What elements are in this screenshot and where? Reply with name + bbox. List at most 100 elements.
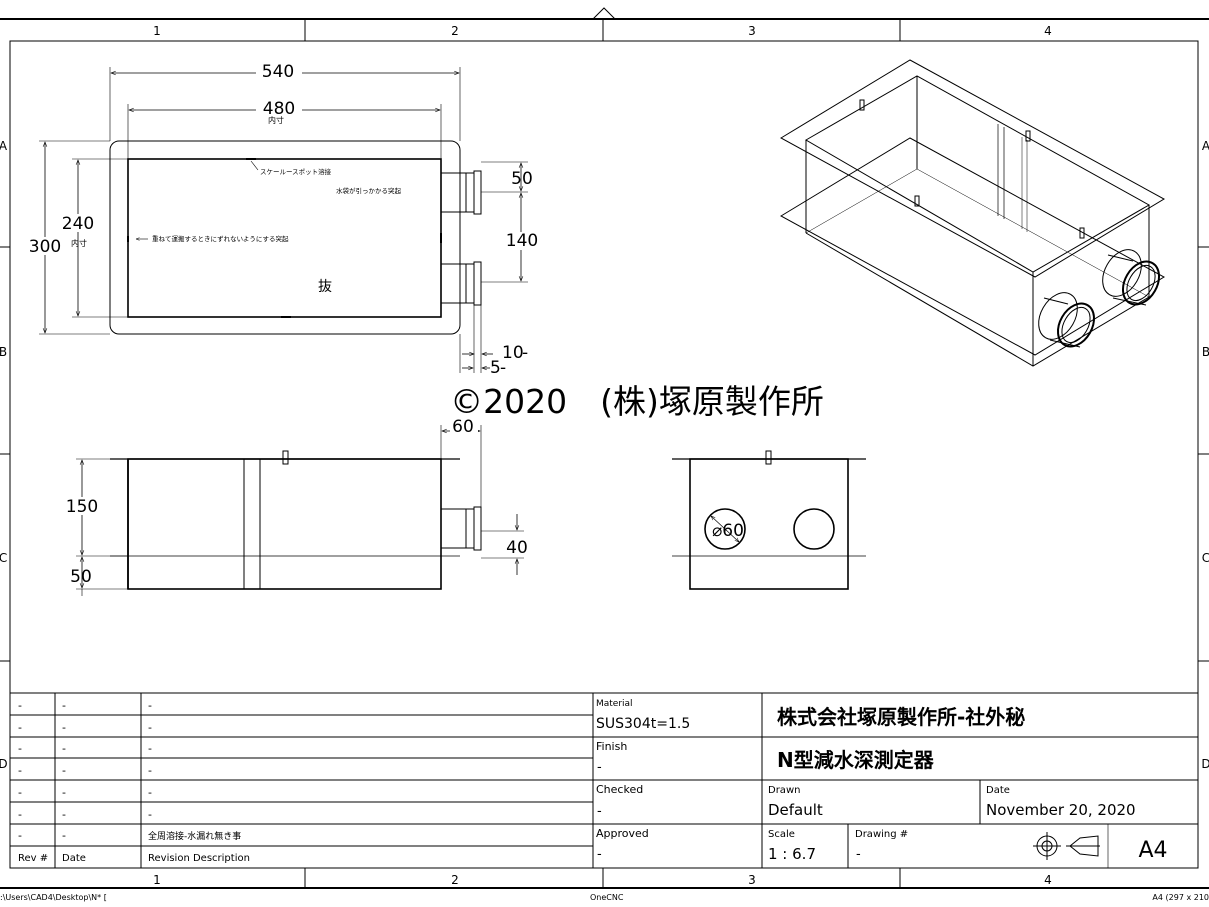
zone-row-a-right: A: [1202, 139, 1209, 153]
revision-table: [9, 692, 594, 869]
drawn-value: Default: [768, 801, 823, 819]
zone-col-2-top: 2: [451, 24, 459, 38]
finish-label: Finish: [596, 740, 627, 753]
dim-flange-5-dash: -: [500, 358, 506, 378]
zone-col-3-bottom: 3: [748, 873, 756, 887]
sheet-size: A4: [1138, 838, 1167, 863]
approved-label: Approved: [596, 827, 649, 840]
dim-flange-10-dash: -: [522, 343, 528, 363]
top-view-pipe-upper: [441, 170, 482, 215]
iso-top-flange: [779, 59, 1166, 278]
dim-inner-width: 480: [263, 99, 295, 119]
finish-value: -: [597, 760, 602, 775]
rev-row-5-date: -: [62, 786, 66, 799]
company-name: 株式会社塚原製作所-社外秘: [777, 705, 1025, 729]
side-view-body: [127, 458, 442, 590]
isometric-view: [779, 59, 1166, 367]
zone-row-c-right: C: [1202, 551, 1209, 565]
rev-row-3-date: -: [62, 742, 66, 755]
top-view-outer-flange: [109, 140, 461, 335]
zone-col-2-bottom: 2: [451, 873, 459, 887]
rev-row-6-date: -: [62, 808, 66, 821]
dim-flange-5: 5: [490, 358, 501, 378]
zone-row-d-left: D: [0, 757, 8, 771]
rev-row-3-rev: -: [18, 742, 22, 755]
projection-symbol-icon: [1033, 832, 1100, 860]
note-draft: 抜: [318, 279, 332, 295]
dim-flange-10: 10: [502, 343, 524, 363]
dim-pipe-offset: 50: [511, 169, 533, 189]
rev-row-1-desc: -: [148, 699, 152, 712]
scale-label: Scale: [768, 829, 795, 840]
drawn-label: Drawn: [768, 785, 800, 796]
footer-size: A4 (297 x 210: [1152, 893, 1209, 902]
dim-pipe-length: 60: [452, 417, 474, 437]
zone-row-c-left: C: [0, 551, 7, 565]
dim-hole-dia: ⌀60: [712, 521, 744, 541]
dim-inner-width-note: 内寸: [268, 115, 284, 125]
iso-pipe-front: [1038, 292, 1096, 348]
zone-col-3-top: 3: [748, 24, 756, 38]
zone-col-1-top: 1: [153, 24, 161, 38]
title-block-text: Material SUS304t=1.5 Finish - Checked - …: [596, 699, 1168, 863]
rev-row-7-rev: -: [18, 829, 22, 842]
rev-row-4-rev: -: [18, 764, 22, 777]
zone-row-d-right: D: [1201, 757, 1209, 771]
part-name: N型減水深測定器: [777, 748, 935, 772]
checked-label: Checked: [596, 783, 643, 796]
dim-pipe-dia: 40: [506, 538, 528, 558]
footer-path: :\Users\CAD4\Desktop\N* [: [0, 893, 107, 902]
rev-header-date: Date: [62, 853, 86, 864]
rev-row-4-desc: -: [148, 764, 152, 777]
top-view-labels: 540 480 内寸 300 240 内寸 50 140 10 - 5 - スケ…: [26, 62, 540, 378]
rev-row-1-rev: -: [18, 699, 22, 712]
watermark: ©2020 (株)塚原製作所: [450, 382, 824, 421]
note-bag-catch: 水袋が引っかかる突起: [336, 186, 402, 195]
dim-pipe-spacing: 140: [506, 231, 538, 251]
drawing-no-value: -: [856, 847, 861, 862]
iso-pipe-back: [1102, 249, 1161, 306]
rev-header-desc: Revision Description: [148, 853, 250, 864]
dim-side-bottom: 50: [70, 567, 92, 587]
side-view-labels: 60 150 50 40: [62, 417, 528, 587]
rev-row-7-desc: 全周溶接-水漏れ無き事: [148, 830, 241, 842]
note-stack: 重ねて運搬するときにずれないようにする突起: [152, 234, 289, 243]
side-view: [76, 425, 524, 596]
dim-outer-height: 300: [29, 237, 61, 257]
rev-header-rev: Rev #: [18, 853, 48, 864]
iso-bottom-flange: [779, 137, 1166, 356]
dim-side-height: 150: [66, 497, 98, 517]
dim-inner-height: 240: [62, 214, 94, 234]
end-view: [672, 450, 866, 590]
title-block: [592, 692, 1199, 869]
zone-col-4-top: 4: [1044, 24, 1052, 38]
note-scale-spot: スケールースポット溶接: [260, 167, 332, 176]
rev-row-6-rev: -: [18, 808, 22, 821]
zone-labels: 1 2 3 4 1 2 3 4 A B C D A B C D: [0, 24, 1209, 887]
dim-inner-height-note: 内寸: [71, 238, 87, 248]
revision-table-text: - - - - - - - - - - - - - - - - - - - - …: [18, 699, 250, 864]
rev-row-1-date: -: [62, 699, 66, 712]
drawing-no-label: Drawing #: [855, 829, 908, 840]
rev-row-5-rev: -: [18, 786, 22, 799]
footer: :\Users\CAD4\Desktop\N* [ OneCNC A4 (297…: [0, 893, 1209, 902]
zone-row-b-right: B: [1202, 345, 1209, 359]
date-value: November 20, 2020: [986, 801, 1136, 819]
approved-value: -: [597, 847, 602, 862]
rev-row-6-desc: -: [148, 808, 152, 821]
top-view: [39, 67, 528, 373]
material-value: SUS304t=1.5: [596, 716, 690, 732]
zone-col-1-bottom: 1: [153, 873, 161, 887]
iso-top-flange-inner: [805, 75, 1151, 273]
end-view-hole-left: [704, 508, 746, 550]
rev-row-7-date: -: [62, 829, 66, 842]
checked-value: -: [597, 804, 602, 819]
rev-row-2-date: -: [62, 721, 66, 734]
zone-col-4-bottom: 4: [1044, 873, 1052, 887]
rev-row-2-desc: -: [148, 721, 152, 734]
zone-row-b-left: B: [0, 345, 7, 359]
scale-value: 1 : 6.7: [768, 845, 816, 863]
footer-app: OneCNC: [590, 893, 624, 902]
rev-row-5-desc: -: [148, 786, 152, 799]
